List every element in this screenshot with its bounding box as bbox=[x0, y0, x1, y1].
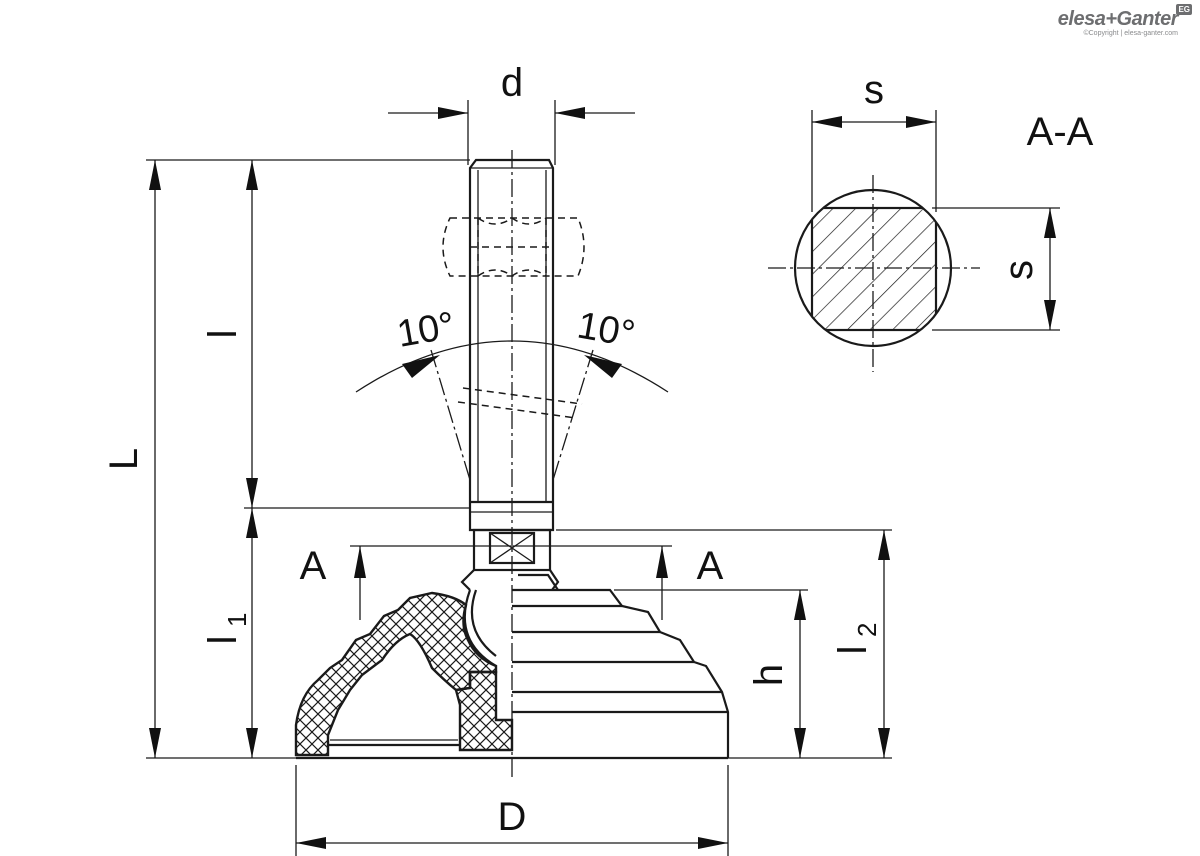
label-D: D bbox=[498, 795, 527, 839]
section-cut-line bbox=[350, 545, 672, 620]
dim-h bbox=[614, 589, 808, 758]
brand-name: elesa+Ganter bbox=[1057, 8, 1179, 30]
base-exterior bbox=[512, 573, 730, 758]
base-section bbox=[294, 589, 728, 760]
label-h: h bbox=[747, 664, 791, 686]
threaded-stud bbox=[468, 158, 555, 532]
label-section-aa: A-A bbox=[1027, 110, 1094, 154]
label-section-a-left: A bbox=[300, 544, 327, 588]
label-angle-right: 10° bbox=[574, 305, 638, 356]
hex-nut bbox=[442, 217, 585, 277]
label-l2-sub: 2 bbox=[852, 623, 882, 637]
label-l1-sub: 1 bbox=[222, 613, 252, 627]
dim-d bbox=[388, 100, 635, 165]
dim-l2 bbox=[556, 529, 892, 759]
label-s-width: s bbox=[864, 68, 884, 112]
stud-neck bbox=[460, 528, 560, 591]
section-aa-view bbox=[768, 110, 1060, 372]
label-angle-left: 10° bbox=[394, 305, 458, 356]
label-l: l bbox=[201, 330, 245, 339]
brand-logo: elesa+Ganter EG ©Copyright | elesa-gante… bbox=[1057, 4, 1192, 38]
dim-D bbox=[295, 765, 729, 856]
label-l2-main: l bbox=[831, 646, 875, 655]
label-l1: l 1 bbox=[201, 613, 252, 645]
label-d: d bbox=[501, 61, 523, 105]
label-l2: l 2 bbox=[831, 623, 882, 655]
label-s-height: s bbox=[997, 260, 1041, 280]
label-L: L bbox=[102, 448, 146, 470]
dim-l1 bbox=[246, 508, 258, 758]
dim-L bbox=[146, 159, 470, 759]
tilt-angle-arc bbox=[355, 340, 669, 393]
tilt-phantom bbox=[430, 349, 594, 481]
label-l1-main: l bbox=[201, 636, 245, 645]
brand-badge: EG bbox=[1176, 4, 1192, 15]
brand-copyright: ©Copyright | elesa-ganter.com bbox=[1083, 30, 1178, 37]
label-section-a-right: A bbox=[697, 544, 724, 588]
dim-l bbox=[244, 160, 470, 509]
